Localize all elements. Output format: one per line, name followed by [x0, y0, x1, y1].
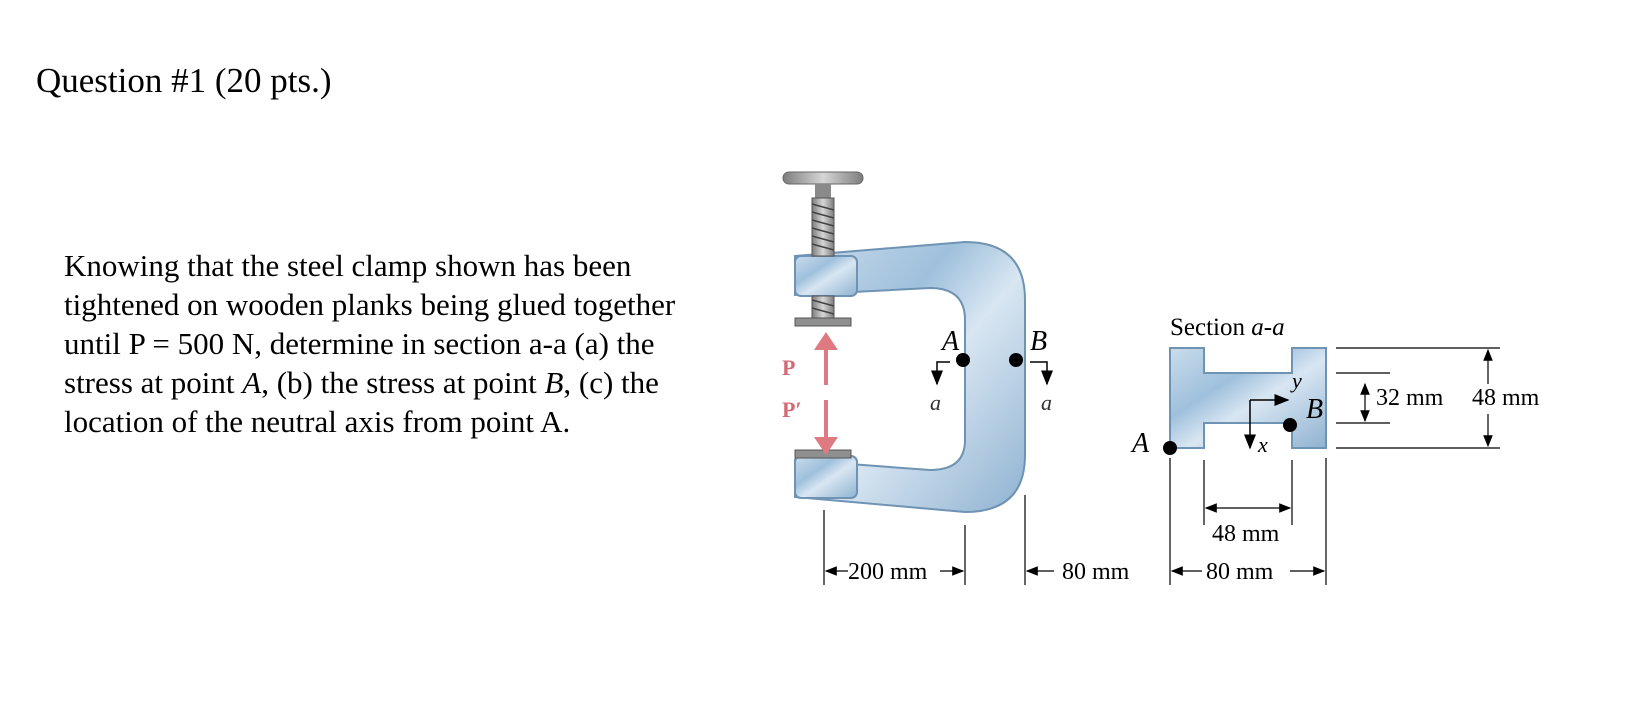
point-a-label: A [940, 326, 960, 357]
force-p-label: P [782, 355, 795, 380]
section-point-b-dot [1283, 418, 1297, 432]
cut-arrow-right [1030, 361, 1053, 386]
clamp-dimensions: 200 mm 80 mm [823, 495, 1130, 585]
dim-48-bottom-label: 48 mm [1212, 521, 1280, 547]
axis-y-label: y [1290, 368, 1302, 393]
point-b-label: B [1030, 326, 1047, 357]
point-a-dot [956, 353, 970, 367]
cut-label-right: a [1041, 390, 1052, 415]
problem-statement: Knowing that the steel clamp shown has b… [64, 246, 764, 441]
section-point-b-label: B [1306, 394, 1323, 425]
question-title: Question #1 (20 pts.) [36, 61, 332, 100]
axis-x-label: x [1257, 432, 1268, 457]
problem-text: , (c) the [563, 365, 659, 400]
point-b-dot [1009, 353, 1023, 367]
dim-32-label: 32 mm [1376, 385, 1444, 411]
point-b-ref: B [544, 365, 564, 400]
force-p-prime-arrow [814, 400, 838, 455]
force-arrows: P P′ [782, 332, 838, 455]
i-section-shape [1169, 347, 1327, 449]
force-p-prime-label: P′ [782, 397, 802, 422]
force-p-arrow [814, 332, 838, 385]
problem-line: tightened on wooden planks being glued t… [64, 287, 676, 322]
clamp-section-markers: A B a a [930, 326, 1053, 415]
point-a-ref: A [242, 365, 262, 400]
dim-80-right-label: 80 mm [1206, 559, 1274, 585]
clamp-screw [782, 171, 864, 459]
section-aa: Section a-a A B y x [1130, 314, 1327, 459]
section-point-a-dot [1163, 441, 1177, 455]
problem-line: stress at point A, (b) the stress at poi… [64, 363, 764, 402]
dim-48-right-label: 48 mm [1472, 385, 1540, 411]
problem-text: , (b) the stress at point [261, 365, 545, 400]
dim-80-left-label: 80 mm [1062, 559, 1130, 585]
problem-line: Knowing that the steel clamp shown has b… [64, 248, 632, 283]
problem-text: stress at point [64, 365, 243, 400]
section-title: Section a-a [1170, 314, 1285, 341]
section-title-text: Section [1170, 314, 1251, 341]
problem-line: until P = 500 N, determine in section a-… [64, 326, 655, 361]
dim-200-label: 200 mm [848, 559, 928, 585]
section-title-var: a-a [1251, 314, 1284, 341]
cut-label-left: a [930, 390, 941, 415]
cut-arrow-left [931, 361, 950, 386]
section-point-a-label: A [1130, 428, 1150, 459]
problem-line: location of the neutral axis from point … [64, 404, 571, 439]
section-dimensions: 48 mm 80 mm 32 mm 48 mm [1169, 347, 1540, 585]
clamp-body [794, 240, 1026, 514]
